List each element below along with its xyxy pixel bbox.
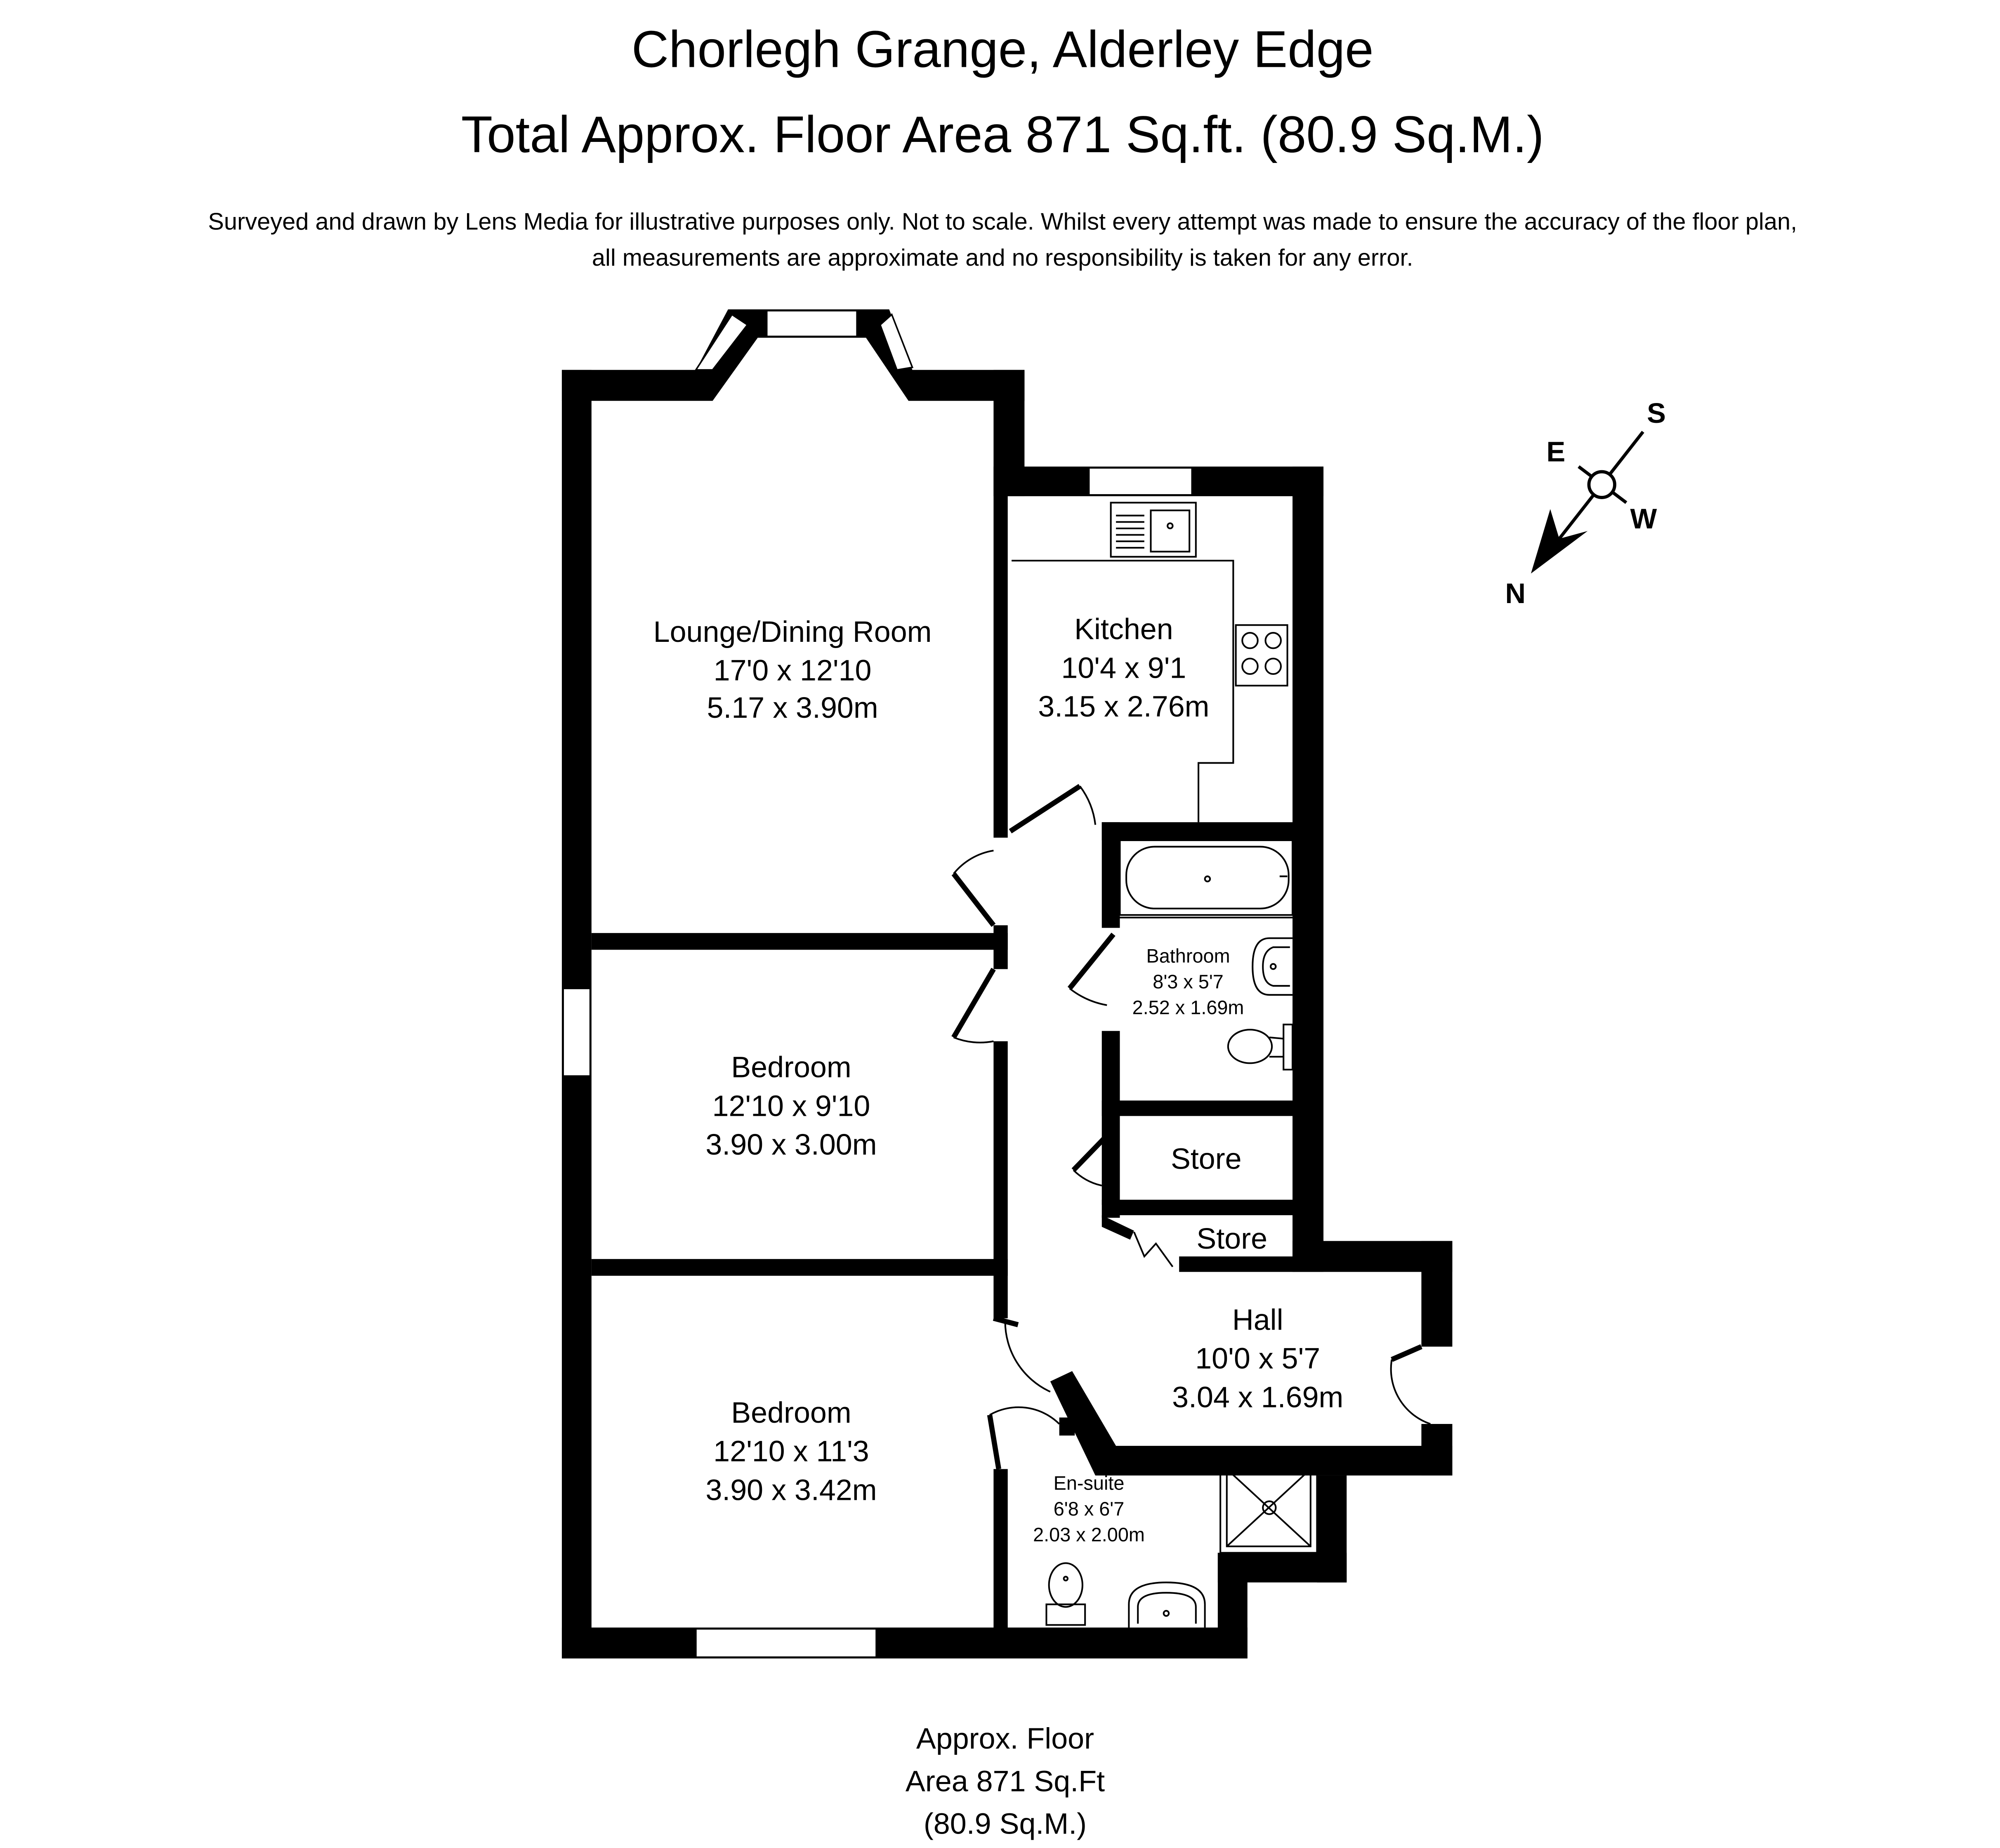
room-metric: 5.17 x 3.90m — [707, 691, 878, 724]
room-imperial: 6'8 x 6'7 — [1054, 1498, 1125, 1520]
compass: N S E W — [1505, 397, 1665, 609]
room-name: Bathroom — [1146, 945, 1230, 967]
hob-icon — [1235, 624, 1288, 687]
disclaimer-line-2: all measurements are approximate and no … — [592, 245, 1413, 271]
fixtures — [1012, 502, 1318, 1628]
door-store-2 — [1133, 1231, 1174, 1268]
door-bedroom-1 — [951, 968, 996, 1039]
footer-line-3: (80.9 Sq.M.) — [924, 1807, 1087, 1840]
room-metric: 2.03 x 2.00m — [1033, 1524, 1145, 1545]
compass-east: E — [1546, 436, 1565, 468]
room-name: Lounge/Dining Room — [653, 615, 932, 648]
room-imperial: 10'0 x 5'7 — [1195, 1342, 1320, 1375]
room-store-2: Store — [1196, 1222, 1267, 1255]
room-metric: 3.15 x 2.76m — [1038, 690, 1209, 723]
room-metric: 3.90 x 3.00m — [705, 1128, 877, 1161]
room-imperial: 12'10 x 11'3 — [713, 1435, 869, 1468]
room-name: Bedroom — [731, 1396, 851, 1429]
window-bay-right — [879, 313, 914, 371]
room-lounge: Lounge/Dining Room 17'0 x 12'10 5.17 x 3… — [653, 615, 932, 724]
room-bedroom-1: Bedroom 12'10 x 9'10 3.90 x 3.00m — [705, 1051, 877, 1161]
window-kitchen — [1088, 467, 1193, 496]
window-bay-top — [766, 310, 858, 337]
room-bathroom: Bathroom 8'3 x 5'7 2.52 x 1.69m — [1132, 945, 1244, 1018]
shower-icon — [1219, 1461, 1318, 1554]
room-kitchen: Kitchen 10'4 x 9'1 3.15 x 2.76m — [1038, 613, 1209, 723]
room-name: Bedroom — [731, 1051, 851, 1084]
room-metric: 2.52 x 1.69m — [1132, 997, 1244, 1018]
bathroom-toilet-icon — [1227, 1023, 1294, 1071]
door-ensuite — [987, 1414, 1002, 1470]
door-lounge — [951, 872, 996, 927]
compass-west: W — [1630, 503, 1657, 535]
plan-subtitle: Total Approx. Floor Area 871 Sq.ft. (80.… — [461, 106, 1544, 163]
ensuite-basin-icon — [1128, 1582, 1206, 1628]
window-bay-left — [694, 313, 749, 371]
compass-south: S — [1647, 397, 1666, 429]
room-imperial: 17'0 x 12'10 — [714, 654, 872, 687]
room-bedroom-2: Bedroom 12'10 x 11'3 3.90 x 3.42m — [705, 1396, 877, 1506]
window-bedroom-1 — [562, 988, 591, 1077]
room-metric: 3.90 x 3.42m — [705, 1473, 877, 1506]
window-bedroom-2 — [695, 1628, 877, 1658]
room-imperial: 10'4 x 9'1 — [1061, 651, 1186, 684]
bathroom-basin-icon — [1252, 937, 1293, 996]
windows — [562, 310, 1193, 1658]
doors — [951, 784, 1431, 1470]
room-name: En-suite — [1054, 1472, 1125, 1494]
door-kitchen — [1009, 784, 1082, 834]
door-bathroom — [1067, 933, 1116, 990]
room-imperial: 8'3 x 5'7 — [1153, 971, 1224, 992]
walls — [561, 309, 1453, 1659]
kitchen-worktop — [1012, 560, 1234, 823]
footer-line-1: Approx. Floor — [916, 1722, 1094, 1755]
room-metric: 3.04 x 1.69m — [1172, 1381, 1343, 1414]
kitchen-sink-icon — [1110, 502, 1197, 558]
ensuite-toilet-icon — [1045, 1562, 1086, 1626]
door-entrance — [1391, 1344, 1422, 1362]
room-hall: Hall 10'0 x 5'7 3.04 x 1.69m — [1172, 1304, 1343, 1414]
room-imperial: 12'10 x 9'10 — [712, 1089, 870, 1122]
footer-line-2: Area 871 Sq.Ft — [906, 1765, 1105, 1798]
bath-icon — [1119, 839, 1294, 919]
footer-area: Approx. Floor Area 871 Sq.Ft (80.9 Sq.M.… — [906, 1722, 1105, 1840]
room-store-1: Store — [1171, 1143, 1242, 1176]
compass-north: N — [1505, 578, 1526, 609]
room-name: Kitchen — [1074, 613, 1173, 646]
door-store-1 — [1071, 1127, 1116, 1172]
north-arrow-icon — [1531, 509, 1588, 574]
disclaimer-line-1: Surveyed and drawn by Lens Media for ill… — [208, 208, 1797, 235]
room-name: Hall — [1232, 1304, 1283, 1336]
room-ensuite: En-suite 6'8 x 6'7 2.03 x 2.00m — [1033, 1472, 1145, 1545]
plan-title: Chorlegh Grange, Alderley Edge — [632, 21, 1374, 78]
